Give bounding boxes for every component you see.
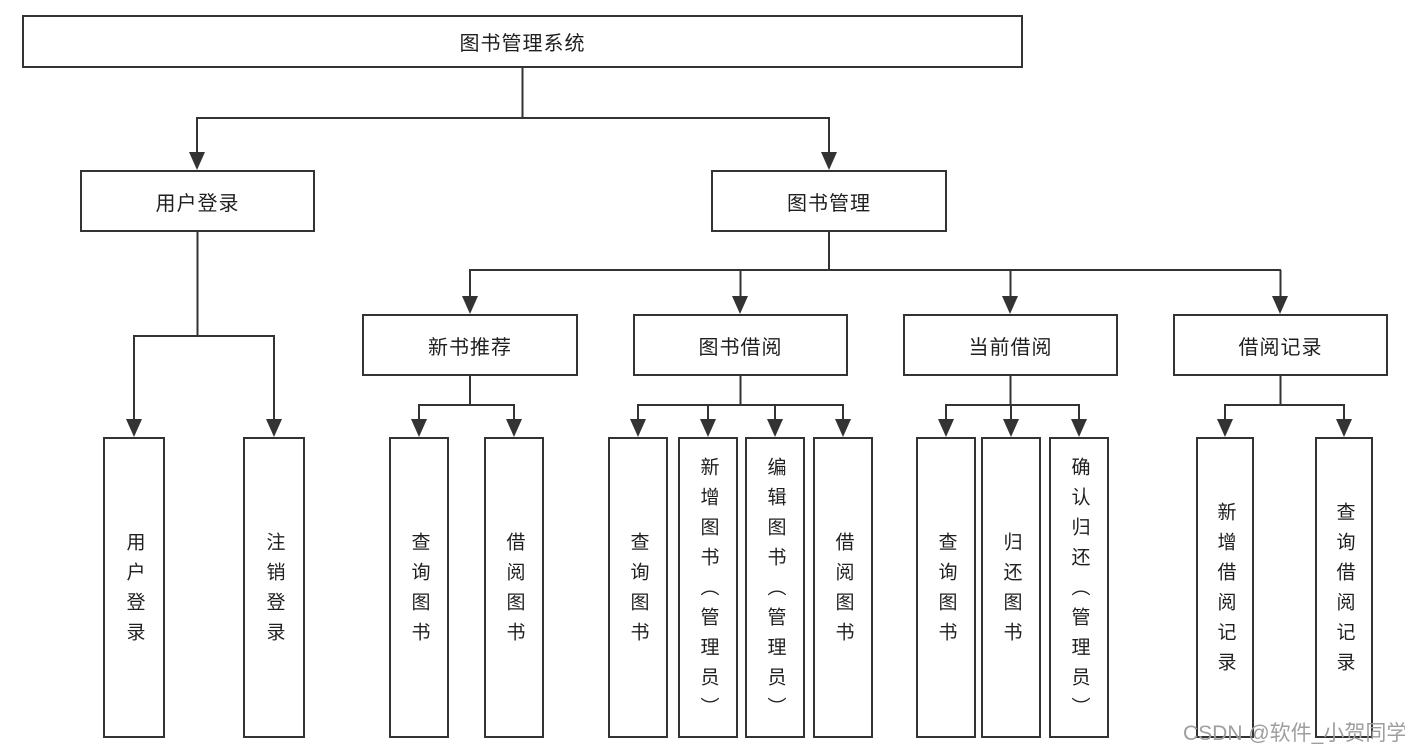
leaf-query-books-recommend: 查询图书 bbox=[389, 437, 449, 738]
leaf-add-books-admin-label: 新增图书（管理员） bbox=[697, 456, 719, 727]
node-user-login-label: 用户登录 bbox=[155, 192, 240, 215]
leaf-edit-books-admin-label: 编辑图书（管理员） bbox=[764, 456, 786, 727]
leaf-edit-books-admin: 编辑图书（管理员） bbox=[745, 437, 805, 738]
arrowhead-icons bbox=[126, 152, 1352, 437]
leaf-return-books: 归还图书 bbox=[981, 437, 1041, 738]
node-book-management: 图书管理 bbox=[711, 170, 947, 232]
leaf-borrow-books-recommend-label: 借阅图书 bbox=[503, 531, 525, 652]
node-new-book-recommend: 新书推荐 bbox=[362, 314, 578, 376]
node-user-login: 用户登录 bbox=[80, 170, 315, 232]
leaf-borrow-books: 借阅图书 bbox=[813, 437, 873, 738]
leaf-query-borrow-record: 查询借阅记录 bbox=[1315, 437, 1373, 738]
leaf-logout-label: 注销登录 bbox=[263, 531, 285, 652]
node-current-borrowing-label: 当前借阅 bbox=[968, 336, 1053, 359]
node-new-book-recommend-label: 新书推荐 bbox=[428, 336, 512, 359]
node-current-borrowing: 当前借阅 bbox=[903, 314, 1118, 376]
leaf-query-books-recommend-label: 查询图书 bbox=[408, 531, 430, 652]
leaf-query-books-borrowing-label: 查询图书 bbox=[627, 531, 649, 652]
node-root-system: 图书管理系统 bbox=[22, 15, 1023, 68]
leaf-add-borrow-record-label: 新增借阅记录 bbox=[1214, 501, 1236, 682]
leaf-borrow-books-label: 借阅图书 bbox=[832, 531, 854, 652]
leaf-logout: 注销登录 bbox=[243, 437, 305, 738]
leaf-return-books-label: 归还图书 bbox=[1000, 531, 1022, 652]
leaf-user-login: 用户登录 bbox=[103, 437, 165, 738]
node-book-borrowing-label: 图书借阅 bbox=[698, 336, 783, 359]
leaf-user-login-label: 用户登录 bbox=[123, 531, 145, 652]
leaf-query-books-borrowing: 查询图书 bbox=[608, 437, 668, 738]
node-book-borrowing: 图书借阅 bbox=[633, 314, 848, 376]
leaf-query-books-current-label: 查询图书 bbox=[935, 531, 957, 652]
leaf-confirm-return-admin: 确认归还（管理员） bbox=[1049, 437, 1109, 738]
node-borrowing-records-label: 借阅记录 bbox=[1238, 336, 1323, 359]
leaf-query-books-current: 查询图书 bbox=[916, 437, 976, 738]
node-root-label: 图书管理系统 bbox=[459, 33, 586, 55]
leaf-borrow-books-recommend: 借阅图书 bbox=[484, 437, 544, 738]
node-book-management-label: 图书管理 bbox=[787, 192, 871, 215]
leaf-add-borrow-record: 新增借阅记录 bbox=[1196, 437, 1254, 738]
leaf-confirm-return-admin-label: 确认归还（管理员） bbox=[1068, 456, 1090, 727]
node-borrowing-records: 借阅记录 bbox=[1173, 314, 1388, 376]
leaf-add-books-admin: 新增图书（管理员） bbox=[678, 437, 738, 738]
csdn-watermark: CSDN @软件_小贺同学 bbox=[1183, 722, 1405, 745]
leaf-query-borrow-record-label: 查询借阅记录 bbox=[1333, 501, 1355, 682]
